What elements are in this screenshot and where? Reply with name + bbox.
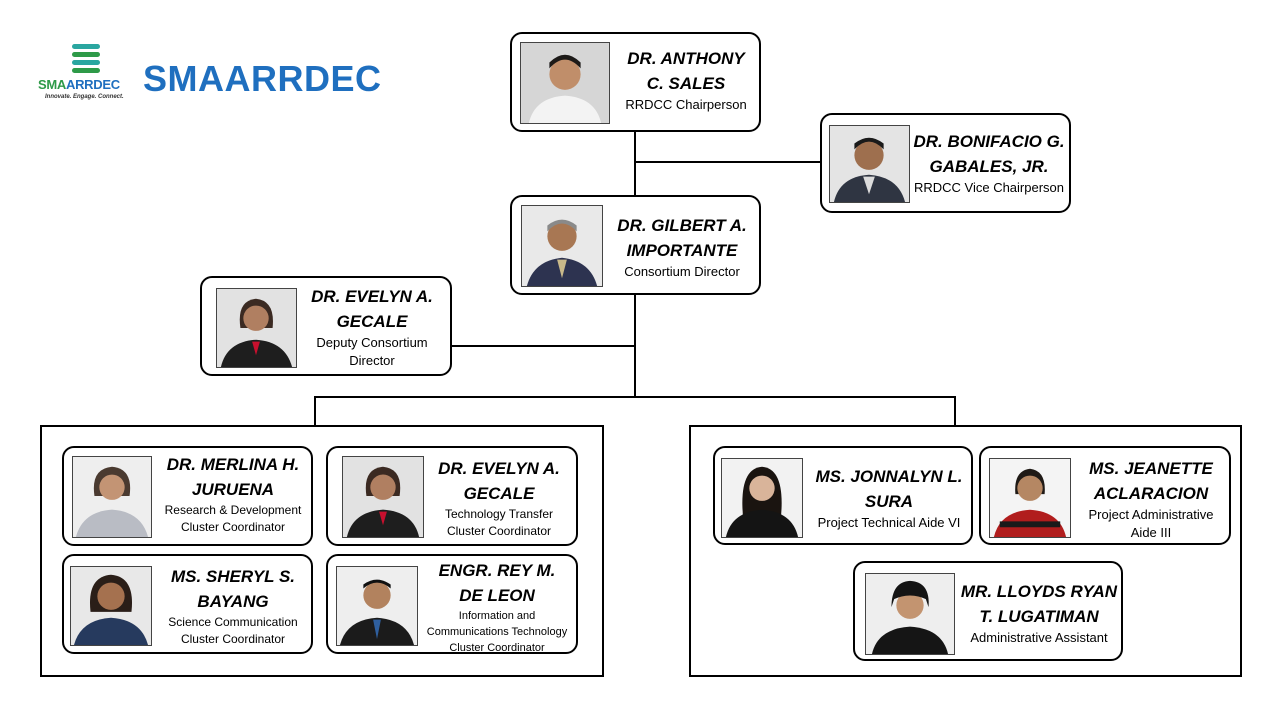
deputy-director-name-line-1: DR. EVELYN A. [311, 287, 433, 306]
connector-line [634, 131, 636, 197]
member-photo [865, 573, 955, 655]
member-role-line-1: Technology Transfer [444, 507, 554, 521]
member-name-line-1: DR. MERLINA H. [166, 455, 300, 474]
deputy-director-role-line-1: Deputy Consortium [316, 335, 428, 350]
consortium-director-card: DR. GILBERT A. IMPORTANTE Consortium Dir… [510, 195, 761, 295]
member-role-line-2: Aide III [1130, 525, 1172, 540]
deputy-director-card: DR. EVELYN A. GECALE Deputy Consortium D… [200, 276, 452, 376]
member-name-line-2: DE LEON [459, 586, 535, 605]
member-photo [721, 458, 803, 538]
member-role-line-1: Science Communication [168, 615, 298, 629]
member-card: MS. JONNALYN L. SURA Project Technical A… [713, 446, 973, 545]
brand-title: SMAARRDEC [143, 58, 382, 99]
consortium-director-name-line-2: IMPORTANTE [626, 241, 738, 260]
member-name-line-2: ACLARACION [1093, 484, 1209, 503]
member-card: MR. LLOYDS RYAN T. LUGATIMAN Administrat… [853, 561, 1123, 661]
cluster-coordinators-group [40, 425, 604, 677]
member-name-line-1: MR. LLOYDS RYAN [960, 582, 1118, 601]
member-photo [70, 566, 152, 646]
member-name-line-2: T. LUGATIMAN [979, 607, 1099, 626]
vice-chairperson-card: DR. BONIFACIO G. GABALES, JR. RRDCC Vice… [820, 113, 1071, 213]
member-role-line-2: Communications Technology [426, 626, 568, 638]
deputy-director-name-line-2: GECALE [336, 312, 408, 331]
logo-wordmark: SMAARRDEC [38, 77, 120, 92]
chairperson-role: RRDCC Chairperson [625, 97, 747, 112]
logo-tagline: Innovate. Engage. Connect. [45, 94, 124, 100]
member-card: DR. EVELYN A. GECALE Technology Transfer… [326, 446, 578, 546]
smaarrdec-logo: SMAARRDEC Innovate. Engage. Connect. [38, 44, 148, 108]
member-role-line-2: Cluster Coordinator [446, 524, 552, 538]
member-role-line-2: Cluster Coordinator [180, 520, 286, 534]
member-name-line-2: JURUENA [191, 480, 275, 499]
vice-chairperson-name-line-2: GABALES, JR. [929, 157, 1049, 176]
member-role-line-1: Project Technical Aide VI [817, 515, 961, 530]
chairperson-card: DR. ANTHONY C. SALES RRDCC Chairperson [510, 32, 761, 132]
consortium-director-role: Consortium Director [624, 264, 740, 279]
member-photo [72, 456, 152, 538]
connector-line [634, 161, 822, 163]
member-name-line-2: SURA [864, 492, 914, 511]
member-name-line-1: MS. SHERYL S. [170, 567, 296, 586]
consortium-director-name-line-1: DR. GILBERT A. [617, 216, 747, 235]
member-name-line-2: BAYANG [197, 592, 269, 611]
vice-chairperson-role: RRDCC Vice Chairperson [913, 180, 1065, 195]
member-role-line-1: Project Administrative [1088, 507, 1214, 522]
deputy-director-role-line-2: Director [349, 353, 395, 368]
member-name-line-1: DR. EVELYN A. [438, 459, 560, 478]
member-role-line-1: Administrative Assistant [970, 630, 1108, 645]
connector-line [634, 293, 636, 397]
connector-line [451, 345, 635, 347]
member-name-line-1: ENGR. REY M. [438, 561, 556, 580]
chairperson-name-line-1: DR. ANTHONY [627, 49, 745, 68]
member-photo [336, 566, 418, 646]
member-name-line-1: MS. JONNALYN L. [815, 467, 963, 486]
chairperson-photo [520, 42, 610, 124]
connector-line [314, 396, 316, 427]
member-name-line-2: GECALE [463, 484, 535, 503]
connector-line [314, 396, 956, 398]
chairperson-name-line-2: C. SALES [646, 74, 726, 93]
member-card: DR. MERLINA H. JURUENA Research & Develo… [62, 446, 313, 546]
consortium-director-photo [521, 205, 603, 287]
deputy-director-photo [216, 288, 297, 368]
vice-chairperson-name-line-1: DR. BONIFACIO G. [913, 132, 1065, 151]
vice-chairperson-photo [829, 125, 910, 203]
member-role-line-1: Research & Development [164, 503, 302, 517]
member-photo [342, 456, 424, 538]
member-role-line-1: Information and [458, 610, 536, 622]
member-role-line-3: Cluster Coordinator [449, 642, 545, 654]
member-role-line-2: Cluster Coordinator [180, 632, 286, 646]
support-staff-group [689, 425, 1242, 677]
connector-line [954, 396, 956, 427]
member-card: MS. SHERYL S. BAYANG Science Communicati… [62, 554, 313, 654]
member-card: ENGR. REY M. DE LEON Information and Com… [326, 554, 578, 654]
member-name-line-1: MS. JEANETTE [1089, 459, 1213, 478]
member-photo [989, 458, 1071, 538]
logo-wave-icon [72, 44, 100, 74]
member-card: MS. JEANETTE ACLARACION Project Administ… [979, 446, 1231, 545]
